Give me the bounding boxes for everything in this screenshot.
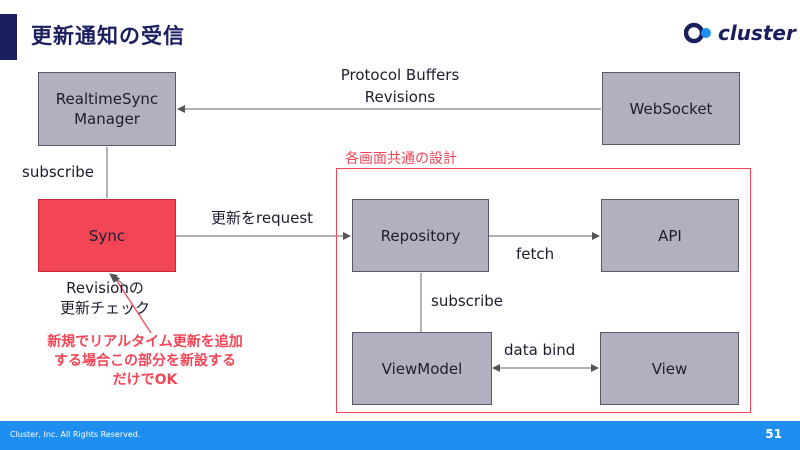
- node-websocket: WebSocket: [602, 72, 740, 145]
- label-update-request: 更新をrequest: [211, 209, 314, 227]
- group-title: 各画面共通の設計: [345, 151, 457, 167]
- brand-name: cluster: [718, 21, 796, 45]
- node-realtime-sync-manager: RealtimeSync Manager: [38, 72, 176, 146]
- label-fetch: fetch: [516, 245, 555, 263]
- cluster-logo-icon: [684, 22, 711, 44]
- footer-bar: Cluster, Inc. All Rights Reserved. 51: [0, 421, 800, 450]
- node-view: View: [600, 332, 739, 405]
- title-accent-bar: [0, 14, 17, 60]
- node-viewmodel: ViewModel: [352, 332, 492, 405]
- group-frame: [336, 168, 751, 413]
- node-sync: Sync: [38, 199, 176, 272]
- annotation-note: 新規でリアルタイム更新を追加 する場合この部分を新設する だけでOK: [47, 334, 243, 388]
- copyright-text: Cluster, Inc. All Rights Reserved.: [10, 430, 141, 439]
- label-subscribe-left: subscribe: [22, 163, 94, 181]
- node-repository: Repository: [352, 199, 489, 272]
- label-protocol-buffers: Protocol Buffers Revisions: [340, 66, 460, 106]
- node-api: API: [601, 199, 739, 272]
- edge-note-to-sync: [112, 274, 152, 334]
- brand-logo: cluster: [684, 20, 796, 46]
- slide-title: 更新通知の受信: [31, 24, 185, 48]
- label-revision-check: Revisionの 更新チェック: [59, 279, 151, 317]
- page-number: 51: [765, 427, 782, 441]
- label-subscribe-right: subscribe: [431, 292, 503, 310]
- label-data-bind: data bind: [504, 341, 576, 359]
